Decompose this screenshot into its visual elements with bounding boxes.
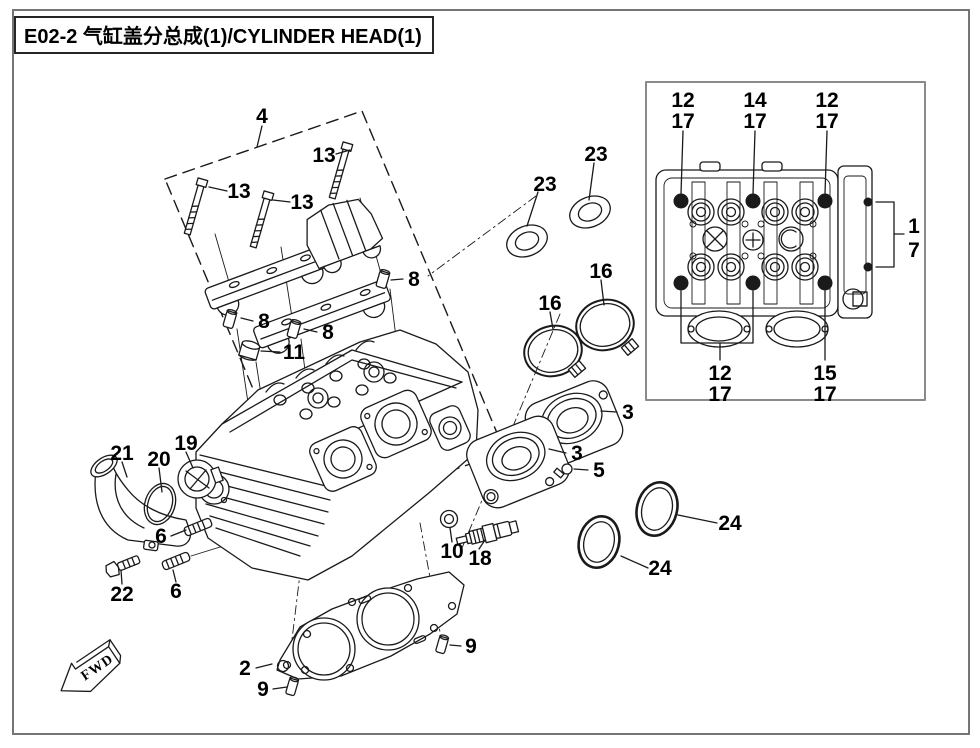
inset-callout-12-bottom: 12	[708, 362, 731, 385]
callout-19: 19	[174, 432, 197, 455]
cam-holder-a	[204, 246, 328, 316]
inset-callout-7: 7	[908, 239, 920, 262]
fwd-arrow: FWD	[60, 639, 122, 693]
page-border	[12, 9, 970, 735]
inset-callout-17-bottom-left: 17	[708, 383, 731, 406]
inset-callout-17-top-right: 17	[815, 110, 838, 133]
callout-11: 11	[283, 341, 306, 364]
inset-box	[645, 81, 926, 401]
sealing-washer-10	[439, 509, 459, 529]
thermostat-19	[177, 459, 224, 499]
callout-9-a: 9	[465, 635, 477, 658]
callout-9-b: 9	[257, 678, 269, 701]
page-title: E02-2 气缸盖分总成(1)/CYLINDER HEAD(1)	[24, 26, 422, 48]
inset-callout-15: 15	[813, 362, 837, 385]
bolt-5	[553, 463, 573, 479]
callout-3-b: 3	[571, 442, 583, 465]
dowel-8-c	[375, 268, 391, 289]
cam-holder-bracket	[306, 198, 384, 274]
callout-22: 22	[110, 583, 133, 606]
callout-13-c: 13	[290, 191, 313, 214]
title-box: E02-2 气缸盖分总成(1)/CYLINDER HEAD(1)	[14, 16, 434, 54]
callout-20: 20	[147, 448, 170, 471]
water-outlet-21	[90, 454, 192, 552]
head-gasket-2	[276, 571, 465, 681]
callout-2: 2	[239, 657, 251, 680]
inset-callout-1: 1	[908, 215, 920, 238]
temp-sensor-18	[455, 520, 520, 545]
callout-13-b: 13	[227, 180, 250, 203]
stud-bolt-13-a	[183, 177, 209, 236]
callout-16-a: 16	[538, 292, 561, 315]
stud-6-b	[161, 551, 191, 571]
inset-head-top-view	[655, 130, 905, 361]
callout-10: 10	[440, 540, 463, 563]
stud-6-a	[183, 517, 213, 537]
callout-4: 4	[256, 105, 268, 128]
callout-8-c: 8	[322, 321, 334, 344]
hose-clamp-16-a	[523, 324, 587, 378]
cylinder-head-body	[195, 329, 479, 581]
callout-labels-inset: 12 17 14 17 12 17 12 17 15 17 1 7	[671, 89, 920, 406]
callout-23-b: 23	[584, 143, 607, 166]
callout-18: 18	[468, 547, 492, 570]
inset-callout-12-top-right: 12	[815, 89, 838, 112]
callout-3-a: 3	[622, 401, 634, 424]
inset-callout-17-bottom-right: 17	[813, 383, 836, 406]
inset-callout-17-top-left: 17	[671, 110, 694, 133]
dowel-8-a	[222, 308, 238, 329]
callout-16-b: 16	[589, 260, 612, 283]
callout-5: 5	[593, 459, 605, 482]
hose-clamp-16-b	[575, 298, 640, 356]
dowel-8-b	[286, 318, 302, 339]
oring-24-b	[577, 515, 621, 569]
callout-24-a: 24	[718, 512, 742, 535]
flange-bolt-22	[105, 555, 141, 578]
callout-8-a: 8	[408, 268, 420, 291]
inset-callout-17-top-mid: 17	[743, 110, 766, 133]
dowel-pin-9-b	[285, 676, 300, 697]
callout-24-b: 24	[648, 557, 672, 580]
oring-24-a	[635, 481, 679, 537]
stud-bolt-13-c	[328, 141, 354, 200]
valve-tappet-11	[238, 340, 261, 361]
oring-20	[143, 482, 177, 526]
callout-21: 21	[110, 442, 134, 465]
dowel-pin-9-a	[435, 634, 450, 655]
callout-13-a: 13	[312, 144, 335, 167]
callout-23-a: 23	[533, 173, 556, 196]
callout-8-b: 8	[258, 310, 270, 333]
callout-6-a: 6	[155, 525, 167, 548]
stud-bolt-13-b	[249, 190, 275, 249]
inset-callout-14: 14	[743, 89, 767, 112]
leader-lines	[120, 125, 718, 690]
inset-callout-12-top-left: 12	[671, 89, 694, 112]
callout-6-b: 6	[170, 580, 182, 603]
intake-boot-3-b	[466, 415, 570, 509]
callout-labels-main: 4 13 13 13 8 8 8 11 23 23 16 16 3 3 5 24…	[110, 105, 742, 701]
